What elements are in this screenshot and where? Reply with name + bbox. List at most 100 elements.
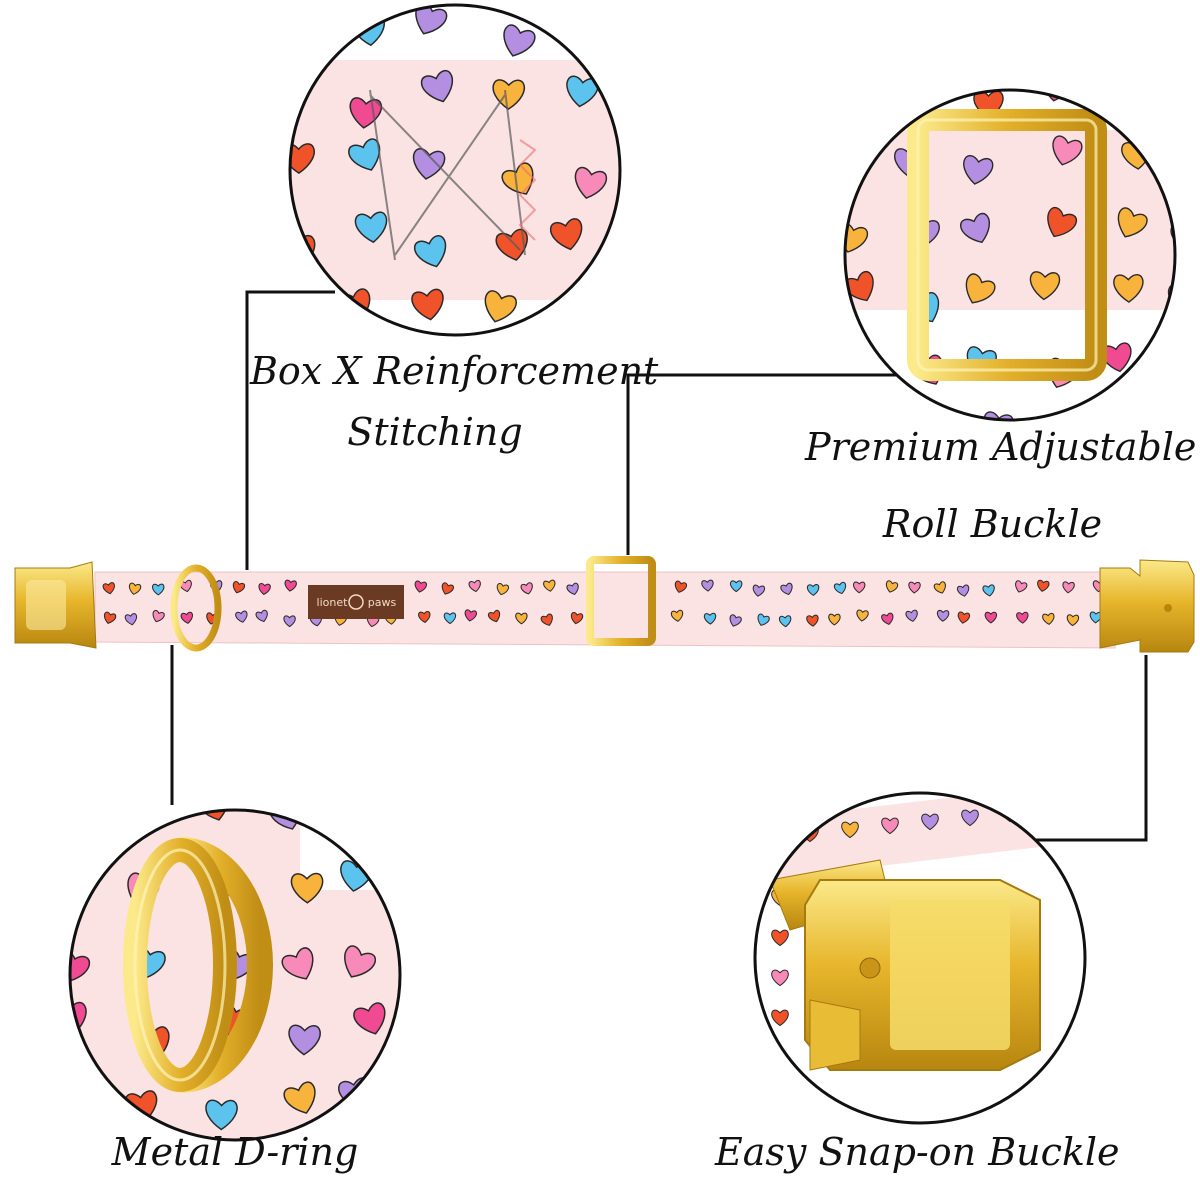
- stitching-label-line1: Box X Reinforcement: [250, 349, 659, 393]
- heart-pattern-mark: [674, 580, 688, 593]
- heart-pattern-mark: [961, 809, 979, 827]
- heart-pattern-mark: [833, 581, 847, 595]
- heart-pattern-mark: [344, 945, 377, 978]
- heart-pattern-mark: [960, 212, 990, 244]
- heart-pattern-mark: [780, 582, 793, 596]
- heart-pattern-mark: [933, 581, 946, 594]
- heart-pattern-mark: [284, 579, 297, 592]
- heart-pattern-mark: [338, 1077, 371, 1110]
- snap-buckle-female: [14, 561, 97, 649]
- snap-buckle-label: Easy Snap-on Buckle: [715, 1130, 1120, 1174]
- zoom-circle-snap-buckle: [753, 791, 1087, 1125]
- heart-pattern-mark: [982, 584, 995, 597]
- heart-pattern-mark: [414, 580, 427, 593]
- heart-pattern-mark: [905, 609, 918, 622]
- snap-buckle-male: [1099, 559, 1195, 653]
- heart-pattern-mark: [806, 584, 820, 596]
- zoom-circle-roll-buckle: [843, 67, 1200, 422]
- heart-pattern-mark: [559, 5, 593, 34]
- heart-pattern-mark: [1189, 153, 1200, 182]
- connector-lines: [170, 290, 1148, 842]
- heart-pattern-mark: [258, 582, 271, 596]
- heart-pattern-mark: [885, 580, 899, 593]
- roll-buckle-label-line2: Roll Buckle: [882, 502, 1103, 546]
- heart-pattern-mark: [881, 817, 899, 835]
- heart-pattern-mark: [415, 5, 448, 35]
- heart-pattern-mark: [70, 1094, 81, 1127]
- heart-pattern-mark: [1052, 135, 1083, 166]
- heart-pattern-mark: [281, 947, 314, 980]
- heart-pattern-mark: [856, 609, 869, 622]
- heart-pattern-mark: [543, 579, 556, 592]
- d-ring: [170, 564, 222, 652]
- brand-tag: [308, 585, 404, 619]
- heart-pattern-mark: [670, 609, 684, 622]
- heart-pattern-mark: [549, 218, 583, 251]
- heart-pattern-mark: [515, 612, 528, 625]
- heart-pattern-mark: [853, 581, 866, 594]
- zoom-circle-d-ring: [68, 808, 402, 1142]
- heart-pattern-mark: [468, 579, 481, 593]
- heart-pattern-mark: [1016, 611, 1029, 624]
- strap-hearts: [102, 579, 1106, 628]
- heart-pattern-mark: [414, 235, 447, 268]
- heart-pattern-mark: [957, 611, 971, 624]
- heart-pattern-mark: [124, 613, 138, 626]
- heart-pattern-mark: [703, 612, 717, 625]
- heart-pattern-mark: [566, 582, 579, 596]
- heart-pattern-mark: [255, 609, 268, 623]
- heart-pattern-mark: [730, 580, 743, 593]
- heart-pattern-mark: [152, 583, 165, 596]
- heart-pattern-mark: [103, 611, 117, 624]
- brand-right-text: paws: [368, 596, 397, 609]
- heart-pattern-mark: [235, 610, 248, 623]
- collar: lionet paws: [14, 556, 1195, 653]
- heart-pattern-mark: [841, 821, 859, 839]
- heart-pattern-mark: [128, 582, 142, 595]
- heart-pattern-mark: [921, 813, 939, 831]
- zoom-circle-stitching: [288, 3, 622, 337]
- heart-pattern-mark: [771, 929, 789, 947]
- heart-pattern-mark: [290, 293, 319, 326]
- heart-pattern-mark: [806, 614, 819, 627]
- heart-pattern-mark: [701, 579, 714, 592]
- heart-pattern-mark: [1047, 206, 1078, 238]
- heart-pattern-mark: [761, 829, 779, 847]
- heart-pattern-mark: [936, 609, 950, 622]
- heart-pattern-mark: [1042, 612, 1055, 625]
- heart-pattern-mark: [487, 609, 501, 623]
- heart-pattern-mark: [845, 90, 863, 116]
- heart-pattern-mark: [984, 611, 997, 624]
- heart-pattern-mark: [129, 810, 162, 821]
- heart-pattern-mark: [540, 613, 553, 626]
- heart-pattern-mark: [484, 290, 517, 323]
- heart-pattern-mark: [1117, 207, 1148, 238]
- heart-pattern-mark: [283, 1081, 316, 1114]
- heart-pattern-mark: [180, 611, 193, 624]
- heart-pattern-mark: [570, 612, 584, 625]
- brand-logo-icon: [348, 594, 364, 610]
- heart-pattern-mark: [232, 581, 246, 594]
- heart-pattern-mark: [1183, 67, 1200, 99]
- brand-left-text: lionet: [317, 596, 349, 609]
- heart-pattern-mark: [102, 582, 115, 595]
- heart-pattern-mark: [1029, 271, 1061, 301]
- heart-pattern-mark: [779, 615, 792, 628]
- heart-pattern-mark: [908, 581, 921, 594]
- heart-pattern-mark: [520, 582, 533, 595]
- heart-pattern-mark: [1113, 274, 1144, 303]
- heart-pattern-mark: [288, 1024, 321, 1056]
- heart-pattern-mark: [1066, 614, 1080, 627]
- heart-pattern-mark: [495, 228, 528, 261]
- heart-pattern-mark: [963, 155, 994, 185]
- heart-pattern-mark: [503, 24, 536, 57]
- heart-pattern-mark: [913, 90, 944, 103]
- heart-pattern-mark: [443, 612, 457, 625]
- heart-pattern-mark: [70, 950, 91, 983]
- heart-pattern-mark: [283, 615, 296, 628]
- heart-pattern-mark: [205, 1099, 238, 1131]
- heart-pattern-mark: [771, 969, 789, 987]
- heart-pattern-mark: [290, 872, 324, 904]
- heart-pattern-mark: [881, 612, 894, 625]
- heart-pattern-mark: [729, 614, 742, 627]
